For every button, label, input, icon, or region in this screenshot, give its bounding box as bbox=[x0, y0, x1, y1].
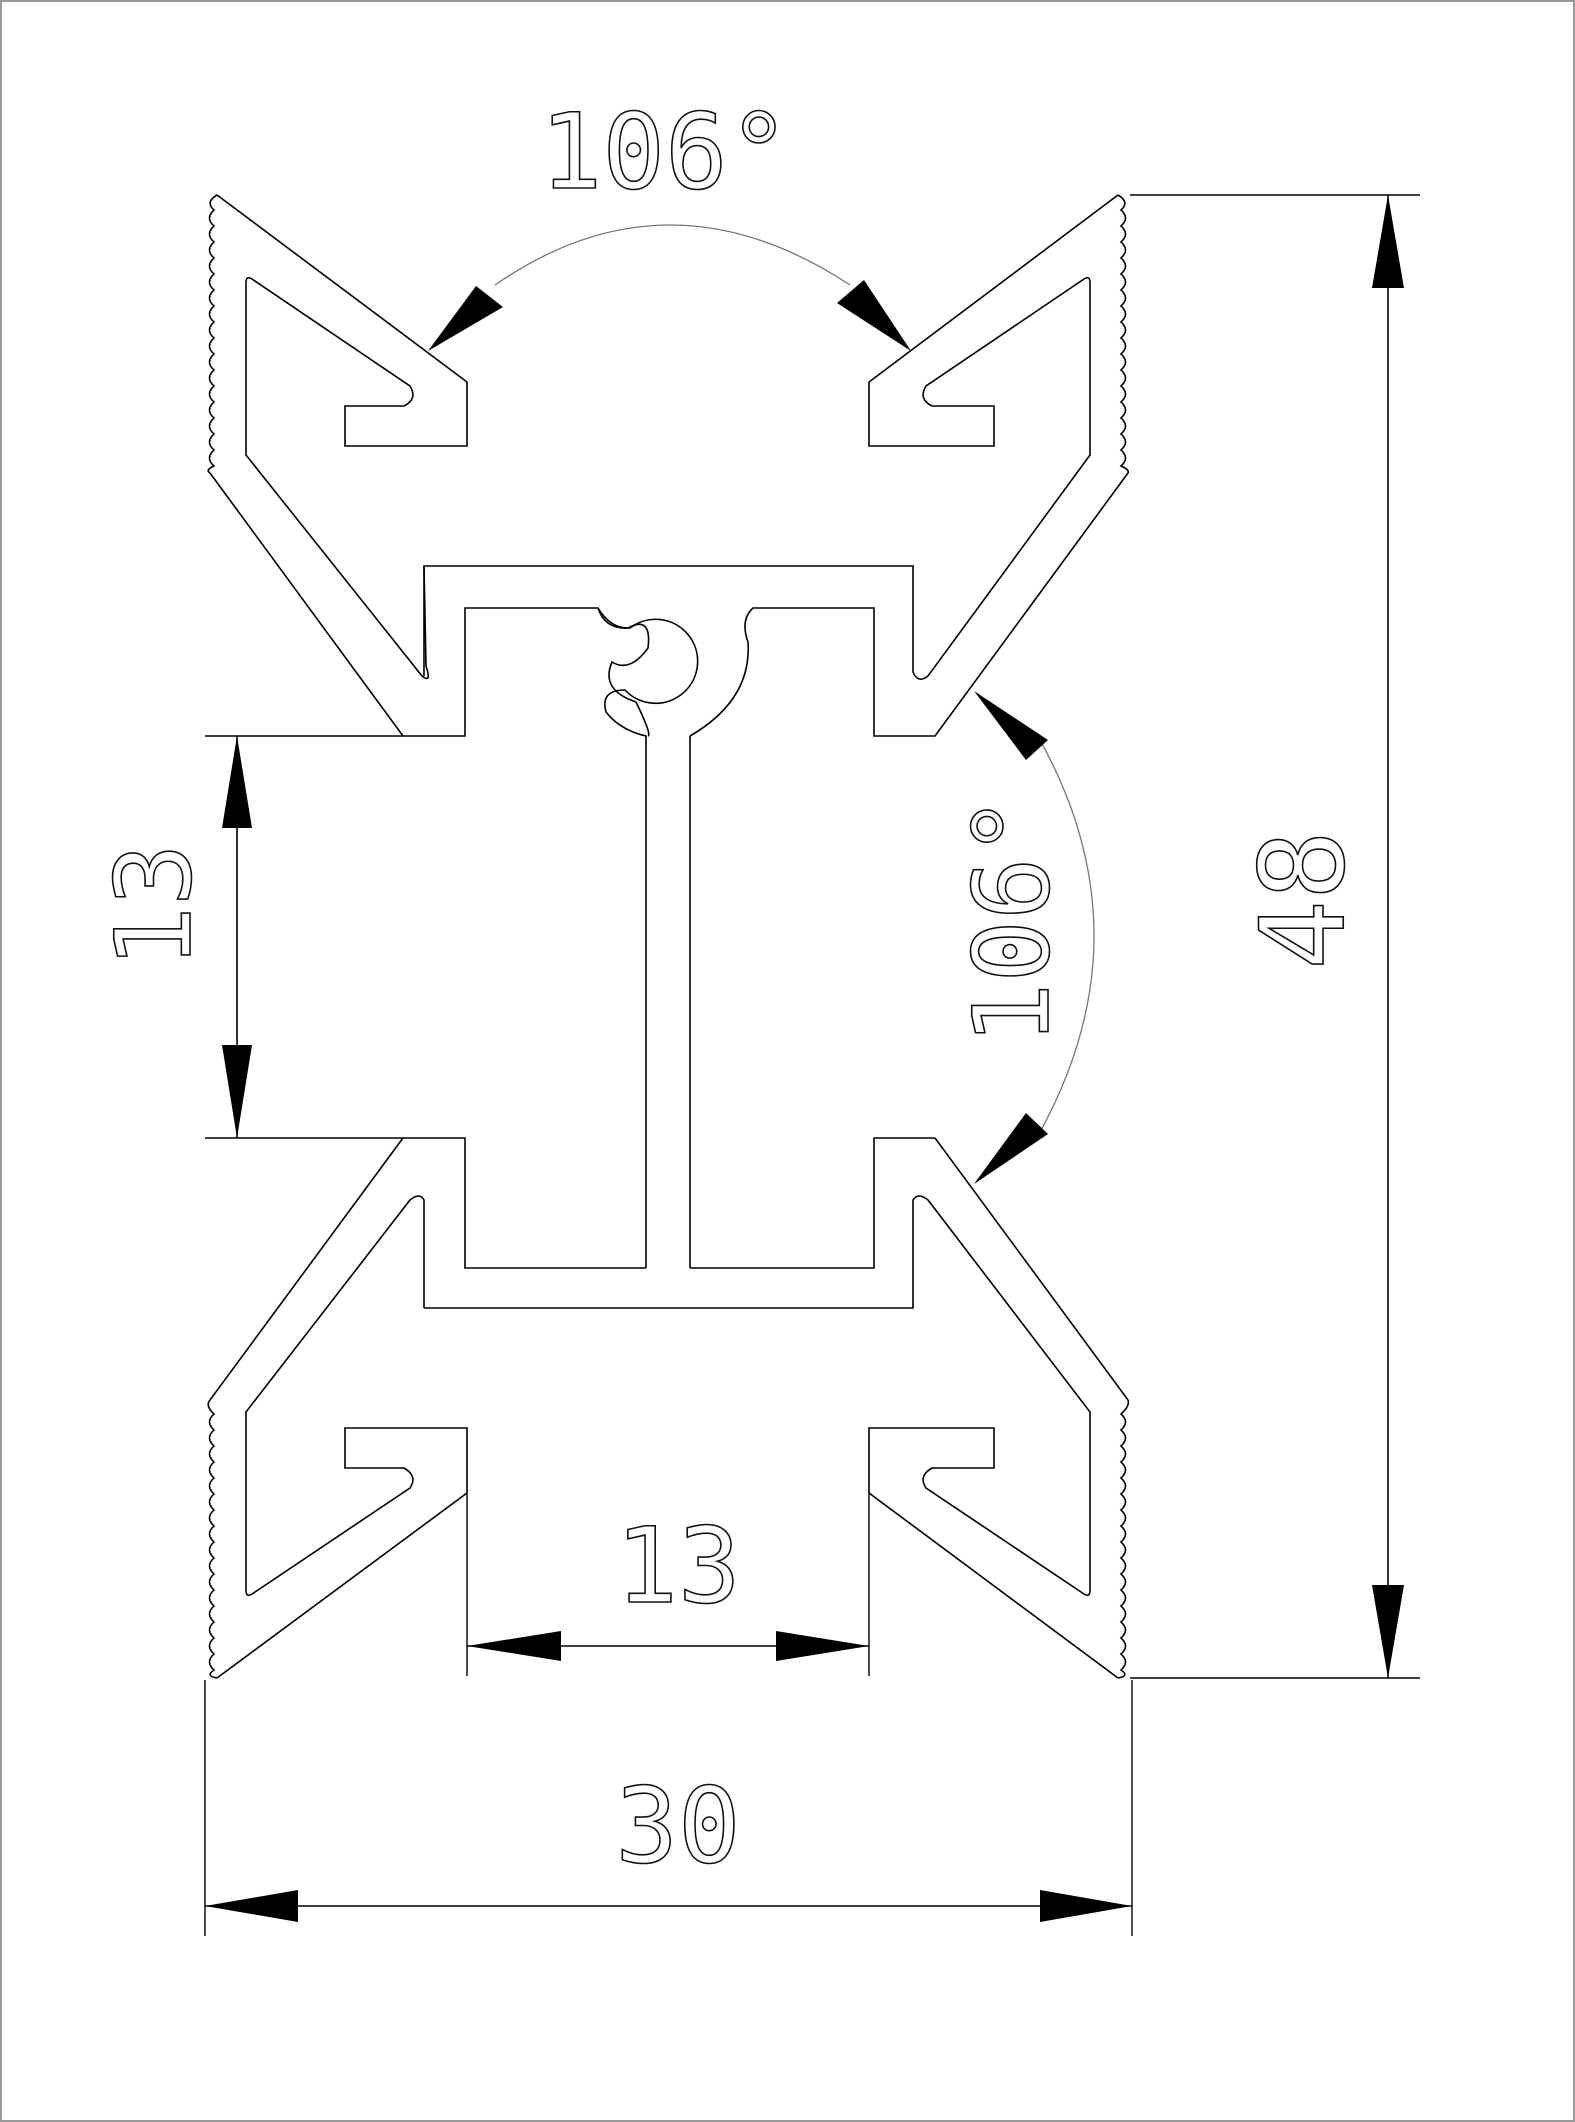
bottom-body bbox=[216, 1137, 1119, 1679]
bottom-left-upper-edge bbox=[209, 1137, 404, 1401]
top-left-lower-edge bbox=[209, 472, 650, 737]
dimension-annotations bbox=[204, 194, 1420, 1936]
overall-width-label: 30 bbox=[615, 1765, 740, 1887]
hinge-socket bbox=[597, 607, 699, 1268]
overall-width-arrow-right bbox=[1040, 1890, 1132, 1922]
right-angle-arc bbox=[1039, 739, 1095, 1133]
slot-height-label: 13 bbox=[93, 843, 215, 968]
right-angle-label: 106° bbox=[951, 795, 1073, 1045]
slot-height-arrow-top bbox=[222, 736, 252, 828]
overall-height-arrow-bottom bbox=[1372, 1585, 1404, 1678]
top-angle-arrow-right bbox=[837, 280, 911, 351]
slot-width-label: 13 bbox=[615, 1505, 740, 1627]
left-serration-bottom bbox=[207, 1399, 218, 1679]
top-angle-label: 106° bbox=[540, 91, 790, 213]
top-angle-arrow-left bbox=[428, 286, 503, 351]
top-angle-arc bbox=[494, 224, 851, 286]
slot-width-arrow-left bbox=[467, 1631, 561, 1661]
overall-width-arrow-left bbox=[205, 1890, 298, 1922]
bottom-right-upper-edge bbox=[934, 1137, 1129, 1401]
profile-outline bbox=[207, 194, 1130, 1679]
right-angle-arrow-bottom bbox=[974, 1113, 1048, 1184]
overall-height-label: 48 bbox=[1236, 830, 1371, 970]
slot-height-arrow-bottom bbox=[222, 1045, 252, 1138]
overall-height-arrow-top bbox=[1372, 195, 1404, 288]
right-serration-bottom bbox=[1117, 1399, 1130, 1679]
top-right-lower-edge bbox=[689, 472, 1129, 737]
slot-width-arrow-right bbox=[776, 1631, 869, 1661]
top-left-wing-outer bbox=[216, 194, 1119, 680]
left-serration-top bbox=[207, 194, 218, 474]
right-serration-top bbox=[1117, 194, 1130, 474]
right-angle-arrow-top bbox=[974, 691, 1048, 760]
